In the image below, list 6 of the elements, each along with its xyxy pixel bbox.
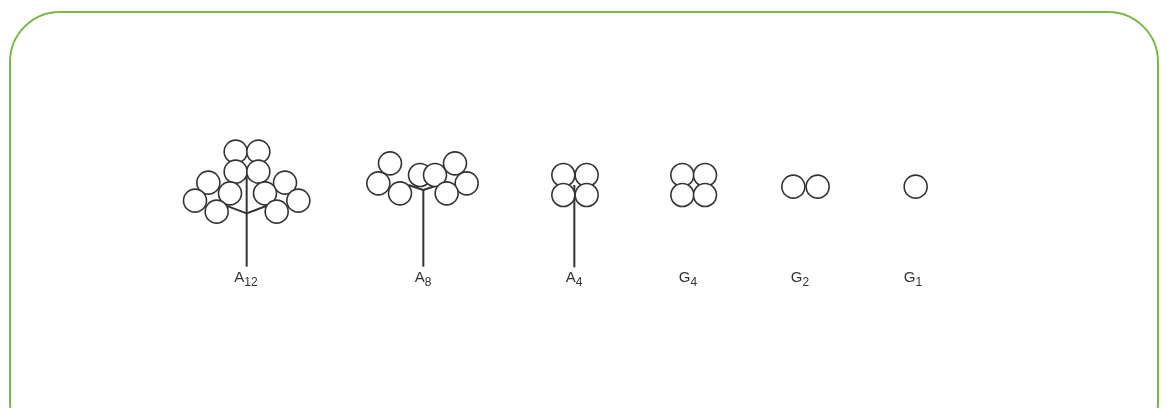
cluster-label: G$_{2}$	[790, 268, 810, 289]
cluster-label: A$_{12}$	[234, 268, 258, 289]
cluster-label: A$_{8}$	[414, 268, 432, 289]
cluster-label: G$_{1}$	[903, 268, 923, 289]
cluster-label: A$_{4}$	[565, 268, 583, 289]
cluster-label: G$_{4}$	[678, 268, 698, 289]
